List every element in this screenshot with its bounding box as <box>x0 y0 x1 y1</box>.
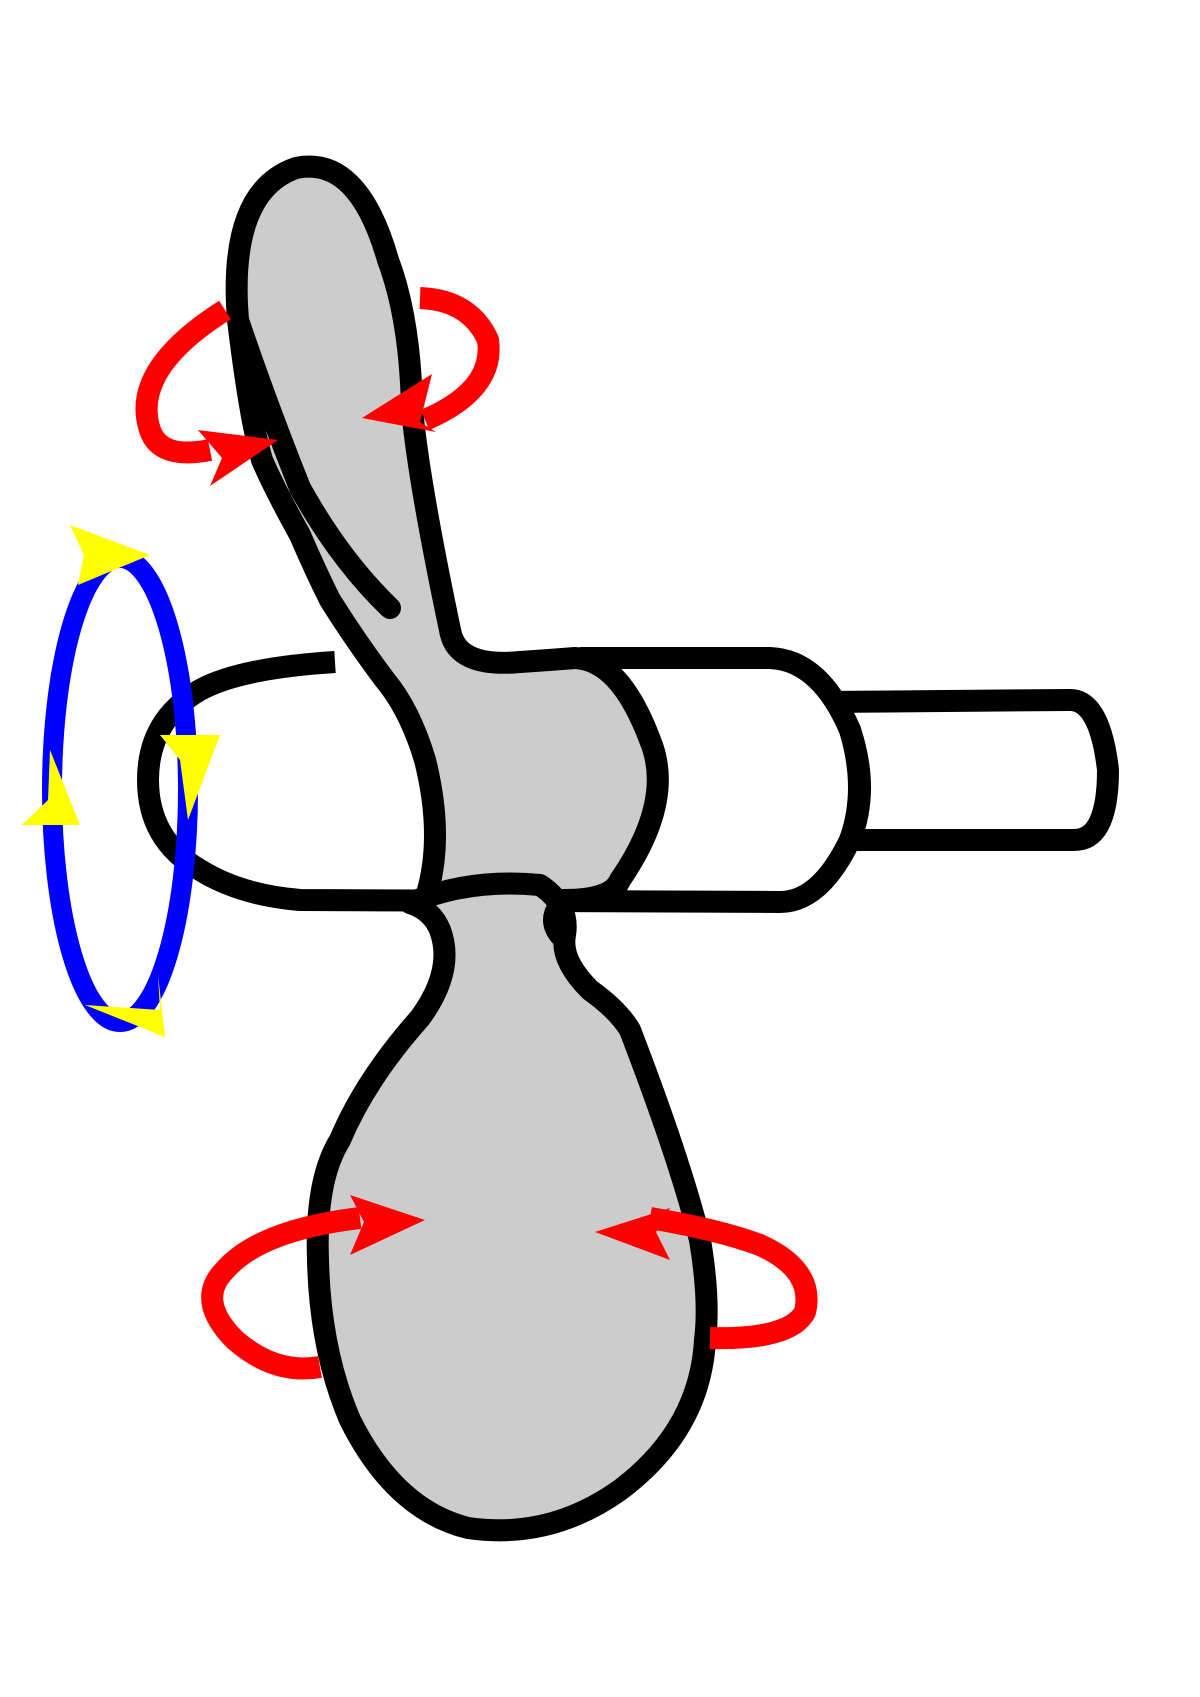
shaft <box>809 689 1119 851</box>
arrowhead-icon <box>85 975 165 1037</box>
pitch-arrow-top-left <box>135 300 278 486</box>
pitch-arrow-top-right <box>362 287 500 432</box>
arrowhead-icon <box>70 525 150 585</box>
pitch-arrow-bottom-right <box>595 1207 818 1350</box>
bottom-blade <box>306 872 718 1542</box>
arrowhead-icon <box>22 750 80 825</box>
arrowhead-icon <box>198 430 278 486</box>
arrowhead-icon <box>160 735 220 820</box>
arrowhead-icon <box>350 1195 425 1255</box>
arrowhead-icon <box>362 374 436 432</box>
arrowhead-icon <box>595 1208 670 1260</box>
rotation-ring <box>22 525 220 1037</box>
top-blade <box>225 155 669 911</box>
pitch-arrow-bottom-left <box>201 1195 425 1380</box>
